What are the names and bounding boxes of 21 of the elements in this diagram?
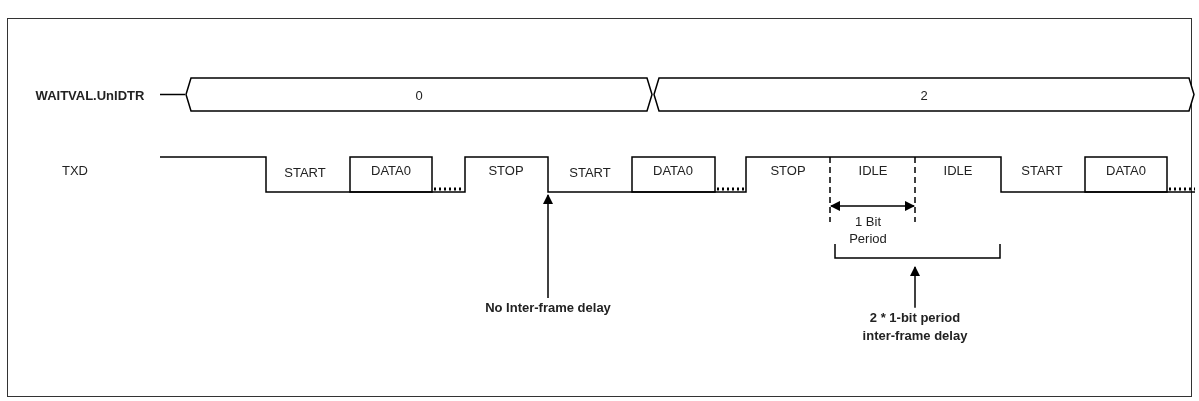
field-label: DATA0: [1106, 162, 1146, 180]
waveform-drawing: [159, 156, 1196, 193]
field-label: DATA0: [653, 162, 693, 180]
field-label: IDLE: [943, 162, 973, 180]
bus-value-segment: 2: [653, 77, 1195, 112]
dimension-label: 1 Bit Period: [848, 214, 888, 248]
field-label: IDLE: [858, 162, 888, 180]
bus-value-segment: 0: [185, 77, 653, 112]
bracket: [834, 243, 1001, 259]
field-label: START: [1021, 162, 1063, 180]
field-label: STOP: [770, 162, 806, 180]
field-label: STOP: [488, 162, 524, 180]
signal-name: TXD: [62, 162, 88, 180]
callout-text: 2 * 1-bit period inter-frame delay: [854, 308, 976, 346]
callout-text: No Inter-frame delay: [463, 298, 633, 318]
arrow: [542, 193, 554, 299]
signal-name: WAITVAL.UnIDTR: [35, 87, 145, 105]
field-label: START: [284, 164, 326, 182]
field-label: DATA0: [371, 162, 411, 180]
field-label: START: [569, 164, 611, 182]
arrow: [909, 265, 921, 309]
